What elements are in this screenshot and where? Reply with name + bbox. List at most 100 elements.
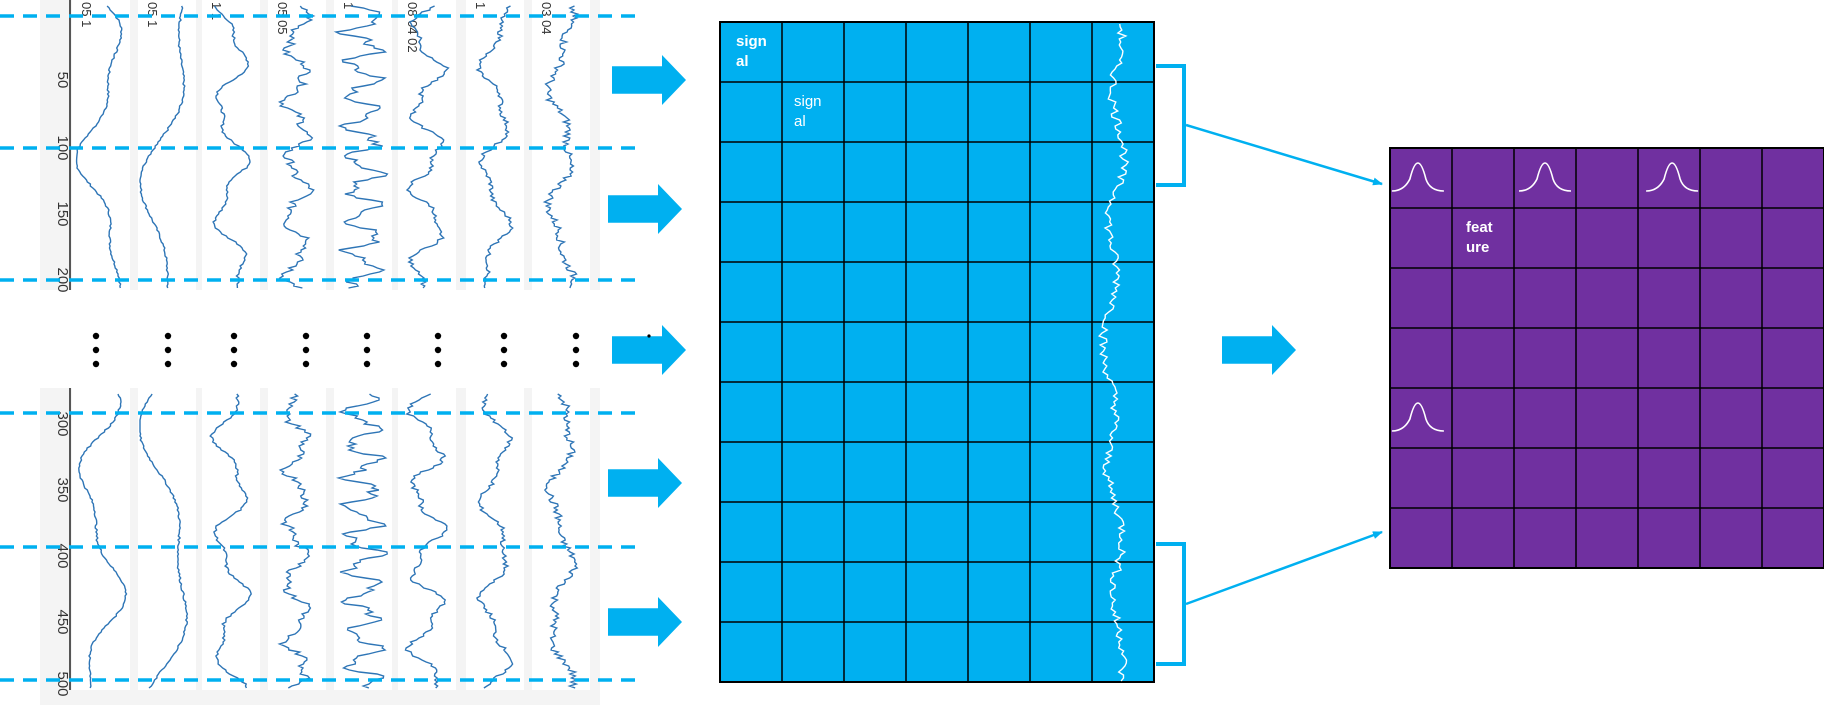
plot-strip <box>466 388 524 690</box>
ellipsis-dot <box>302 360 310 368</box>
plot-strip <box>334 0 392 290</box>
ellipsis-dot <box>302 346 310 354</box>
bracket-connectors <box>1156 64 1383 666</box>
strip-top-label: 05 05 <box>275 2 290 35</box>
top-axis-tick: 50 <box>54 72 71 89</box>
bottom-axis-tick: 500 <box>54 671 71 696</box>
stray-dot <box>647 334 651 338</box>
feature-grid-border <box>1389 147 1824 569</box>
ellipsis-dot <box>92 360 100 368</box>
ellipsis-dot <box>572 332 580 340</box>
ellipsis-dot <box>434 332 442 340</box>
bracket <box>1156 542 1186 666</box>
connector-line <box>1185 530 1383 606</box>
ellipsis-dot <box>302 332 310 340</box>
plot-strip <box>268 0 326 290</box>
bottom-axis-tick: 300 <box>54 411 71 436</box>
plot-strip <box>72 0 130 290</box>
ellipsis-dot <box>164 332 172 340</box>
signal-grid-border <box>719 21 1155 683</box>
plot-strip <box>532 388 590 690</box>
ellipsis-dot <box>500 360 508 368</box>
ellipsis-dot <box>164 360 172 368</box>
ellipsis-dot <box>572 346 580 354</box>
feature-grid <box>1389 147 1824 569</box>
ellipsis-dot <box>434 346 442 354</box>
connector-line <box>1185 123 1383 186</box>
ellipsis-dot <box>572 360 580 368</box>
ellipsis-dot <box>92 332 100 340</box>
channel-trace <box>139 393 189 689</box>
input-arrow <box>608 184 682 234</box>
peak-icon <box>1391 402 1444 432</box>
bottom-axis-tick: 450 <box>54 609 71 634</box>
ellipsis-row <box>92 332 580 368</box>
peak-icon <box>1391 162 1444 192</box>
transform-arrow-shape <box>1222 325 1296 375</box>
signal-cell-label-2a: sign <box>794 93 822 110</box>
channel-trace <box>335 393 388 689</box>
input-arrows <box>608 55 686 647</box>
feature-cell-label-b: ure <box>1466 239 1489 256</box>
input-arrow <box>608 458 682 508</box>
ellipsis-dot <box>500 332 508 340</box>
plot-strip <box>72 388 130 690</box>
strip-top-label: 03 04 <box>539 2 554 35</box>
ellipsis-dot <box>434 360 442 368</box>
signal-cell-label-2b: al <box>794 113 806 130</box>
channel-trace <box>277 5 316 289</box>
window-dashed-lines <box>0 14 642 682</box>
plot-strip <box>268 388 326 690</box>
input-arrow <box>612 55 686 105</box>
input-arrow <box>612 325 686 375</box>
ellipsis-dot <box>363 360 371 368</box>
bracket <box>1156 64 1186 187</box>
ellipsis-dot <box>92 346 100 354</box>
channel-trace <box>78 393 128 689</box>
multichannel-signal-plot: 50 100 150 200 300 350 400 450 500 05 1 05 1 1 1 05 … <box>40 0 600 705</box>
ellipsis-dot <box>230 346 238 354</box>
plot-strip <box>398 0 456 290</box>
channel-trace <box>209 393 252 689</box>
plot-strip <box>398 388 456 690</box>
bottom-axis-tick: 400 <box>54 543 71 568</box>
text-labels: sign al sign al feat ure <box>736 33 1493 256</box>
ellipsis-dot <box>164 346 172 354</box>
top-axis-tick: 150 <box>54 201 71 226</box>
plot-strip <box>138 388 196 690</box>
strip-top-label: 05 1 <box>145 2 160 27</box>
ellipsis-dot <box>230 360 238 368</box>
channel-trace <box>476 393 514 689</box>
transform-arrow <box>1222 325 1296 375</box>
ellipsis-dot <box>500 346 508 354</box>
input-arrow <box>608 597 682 647</box>
plot-strip <box>138 0 196 290</box>
ellipsis-dot <box>230 332 238 340</box>
top-axis-tick: 200 <box>54 267 71 292</box>
ellipsis-dot <box>363 346 371 354</box>
peak-icon <box>1518 162 1572 192</box>
channel-trace <box>139 5 186 289</box>
feature-grid-bg <box>1390 148 1824 568</box>
top-axis-tick: 100 <box>54 135 71 160</box>
strip-top-label: 1 <box>473 2 488 9</box>
channel-trace <box>277 393 312 689</box>
strip-top-label: 08 04 02 <box>405 2 420 53</box>
channel-trace <box>404 393 448 689</box>
feature-cell-label-a: feat <box>1466 219 1493 236</box>
signal-cell-label-1a: sign <box>736 33 767 50</box>
plot-strip <box>202 388 260 690</box>
signal-waveform <box>1097 23 1130 682</box>
strip-top-label: 1 <box>341 2 356 9</box>
plot-strip <box>334 388 392 690</box>
peak-icon <box>1646 162 1699 192</box>
channel-trace <box>543 393 580 689</box>
signal-grid-bg <box>720 22 1154 682</box>
signal-grid <box>719 21 1155 683</box>
plot-strip <box>202 0 260 290</box>
strip-top-label: 05 1 <box>79 2 94 27</box>
bottom-axis-tick: 350 <box>54 477 71 502</box>
signal-cell-label-1b: al <box>736 53 749 70</box>
